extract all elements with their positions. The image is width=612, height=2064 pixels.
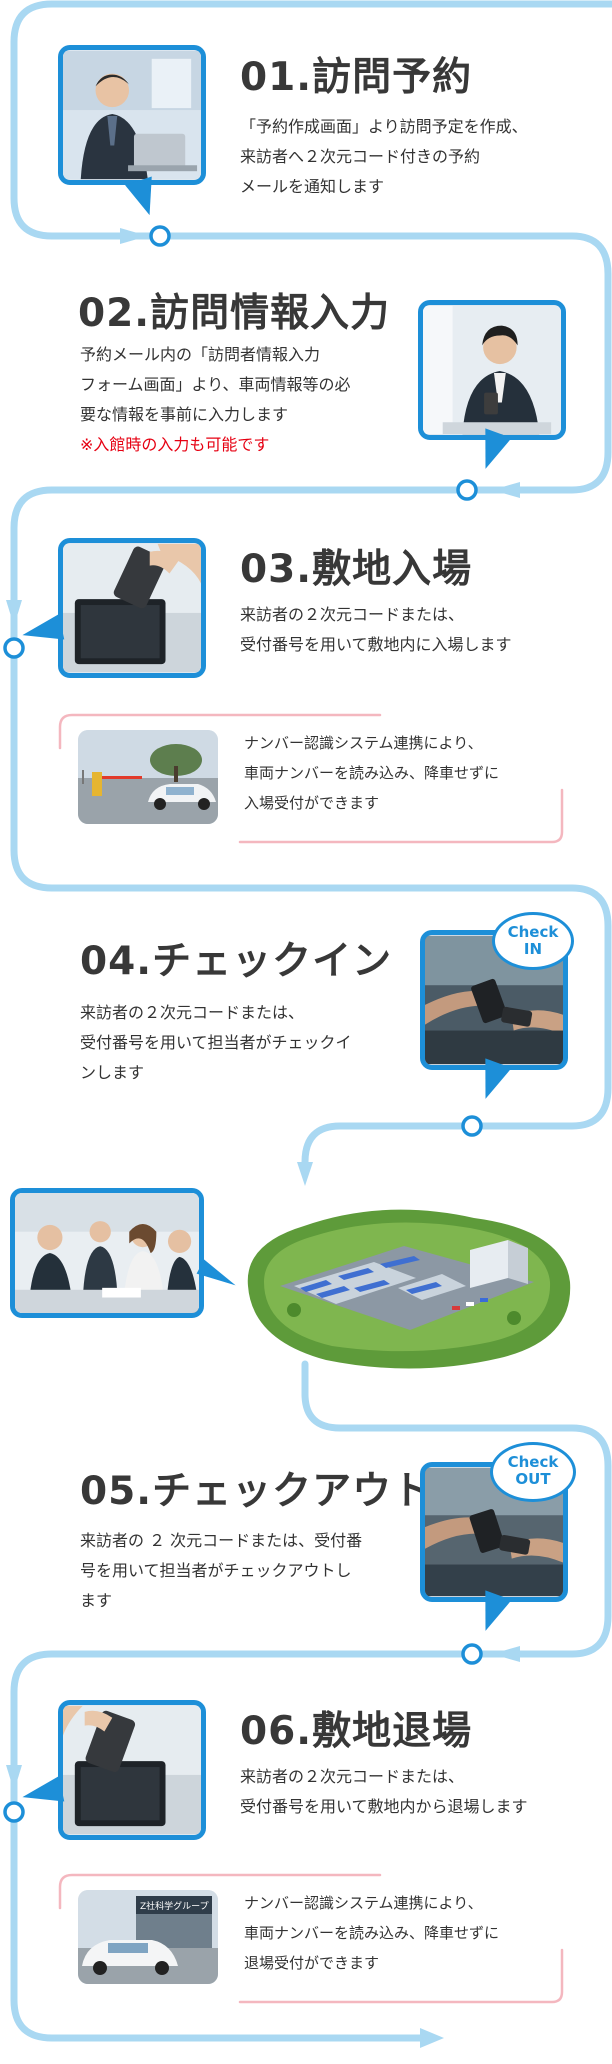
step-02-note: ※入館時の入力も可能です [80,435,270,454]
photo-illustration [78,730,218,824]
step-01-description: 「予約作成画面」より訪問予定を作成、 来訪者へ２次元コード付きの予約 メールを通… [240,117,528,196]
circle-node [461,1115,483,1137]
step-03-photo [58,538,206,678]
circle-node [456,479,478,501]
arrow-head [297,1162,313,1186]
step-05-title: 05.チェックアウト [80,1469,433,1514]
photo-illustration: Z社科学グループ [78,1890,218,1984]
step-06-title: 06.敷地退場 [240,1709,473,1754]
photo-illustration [15,1193,199,1313]
step-02-photo [418,300,566,440]
step-01-photo [58,45,206,185]
arrow-head [420,2028,444,2048]
step-04-description: 来訪者の２次元コードまたは、 受付番号を用いて担当者がチェックイ ンします [80,1003,352,1082]
arrow-head [492,482,520,498]
building-sign: Z社科学グループ [140,1900,209,1912]
step-06-gate-photo: Z社科学グループ [78,1890,218,1984]
photo-illustration [63,543,201,673]
step-03-gate-photo [78,730,218,824]
photo-illustration [63,50,201,180]
step-04-title: 04.チェックイン [80,939,393,984]
arrow-head [492,1646,520,1662]
step-02-title: 02.訪問情報入力 [78,291,391,336]
step-03-description: 来訪者の２次元コードまたは、 受付番号を用いて敷地内に入場します [240,605,512,654]
step-02-description: 予約メール内の「訪問者情報入力 フォーム画面」より、車両情報等の必 要な情報を事… [80,340,351,460]
step-03-title: 03.敷地入場 [240,547,473,592]
meeting-photo [10,1188,204,1318]
site-illustration [234,1190,576,1380]
step-01-title: 01.訪問予約 [240,55,473,100]
step-06-description: 来訪者の２次元コードまたは、 受付番号を用いて敷地内から退場します [240,1767,528,1816]
arrow-head [120,228,148,244]
circle-node [149,225,171,247]
circle-node [461,1643,483,1665]
circle-node [3,637,25,659]
circle-node [3,1801,25,1823]
step-06-photo [58,1700,206,1840]
step-06-sub-description: ナンバー認識システム連携により、 車両ナンバーを読み込み、降車せずに 退場受付が… [244,1894,500,1972]
photo-illustration [247,1209,571,1369]
photo-illustration [423,305,561,435]
photo-illustration [63,1705,201,1835]
step-05-description: 来訪者の ２ 次元コードまたは、受付番 号を用いて担当者がチェックアウトし ます [80,1531,363,1610]
step-03-sub-description: ナンバー認識システム連携により、 車両ナンバーを読み込み、降車せずに 入場受付が… [244,734,500,812]
